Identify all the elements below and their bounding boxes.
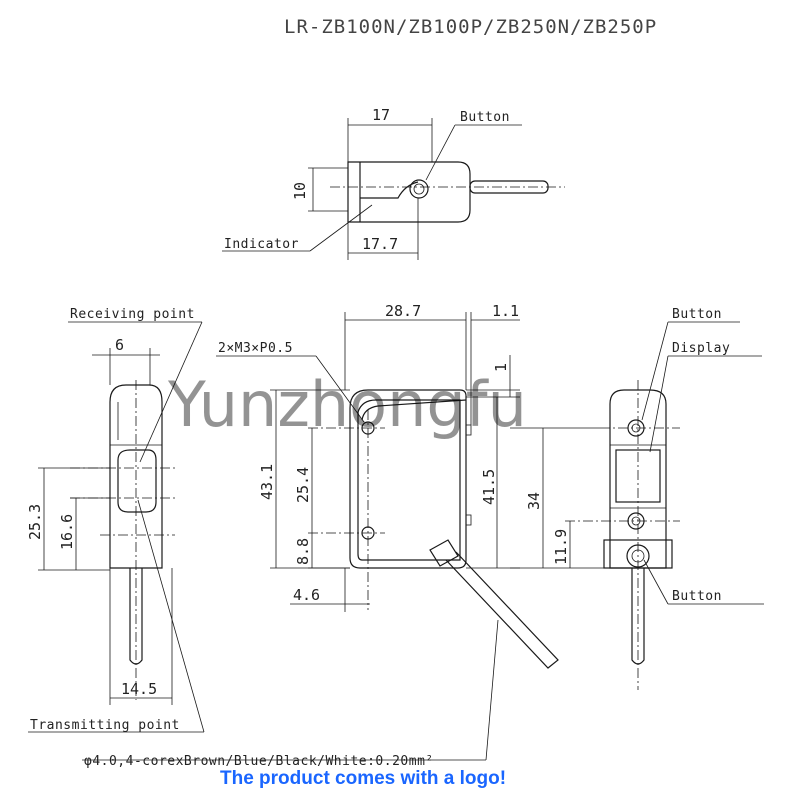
label-indicator: Indicator [224,237,299,252]
dim-front-hole-x: 4.6 [293,586,320,604]
dim-top-depth: 17.7 [362,235,398,253]
dim-right-height: 34 [525,492,543,510]
label-button-top: Button [460,110,510,125]
side-view-left: 6 25.3 16.6 14.5 Receiving point Transmi… [26,307,205,733]
side-cable [129,568,143,665]
label-button-right-bottom: Button [672,589,722,604]
watermark: Yunzhongfu [167,368,527,441]
front-cable-gland [429,539,459,567]
right-view: 34 11.9 Button Display Button [510,307,764,690]
dim-side-h1: 25.3 [26,504,44,540]
front-cable [445,551,559,669]
front-view-inner [357,399,461,561]
dim-front-hole-bottom: 8.8 [294,538,312,565]
label-screw: 2×M3×P0.5 [218,341,293,356]
side-view-body [109,384,163,569]
dim-front-height: 43.1 [258,464,276,500]
top-button-icon [409,179,429,199]
promo-banner: The product comes with a logo! [220,768,506,789]
label-cable-spec: φ4.0,4-corexBrown/Blue/Black/White:0.20m… [84,754,434,769]
front-view: 28.7 1.1 1 43.1 25.4 8.8 41.5 4.6 2×M3×P… [216,302,559,669]
dim-front-top-offset: 1 [492,363,510,372]
dim-top-width: 17 [372,106,390,124]
label-transmitting-point: Transmitting point [30,718,180,733]
dim-front-hole-pitch: 25.4 [294,467,312,503]
dim-side-h2: 16.6 [58,514,76,550]
dim-front-offset: 1.1 [492,302,519,320]
dim-side-width: 6 [115,336,124,354]
top-button-inner [413,183,425,195]
dim-top-height: 10 [291,182,309,200]
dim-front-inner-height: 41.5 [480,469,498,505]
dim-right-lower: 11.9 [552,529,570,565]
front-view-body [349,389,467,569]
top-view: 17 10 17.7 Button Indicator [222,106,565,260]
label-receiving-point: Receiving point [70,307,195,322]
dim-side-bottom: 14.5 [121,680,157,698]
label-display: Display [672,341,730,356]
dim-front-width: 28.7 [385,302,421,320]
top-view-notch [360,181,419,199]
side-view-lens [117,449,157,513]
label-button-right-top: Button [672,307,722,322]
top-view-body [347,161,471,223]
drawing-title: LR-ZB100N/ZB100P/ZB250N/ZB250P [284,16,657,38]
cable-spec: φ4.0,4-corexBrown/Blue/Black/White:0.20m… [82,619,499,769]
